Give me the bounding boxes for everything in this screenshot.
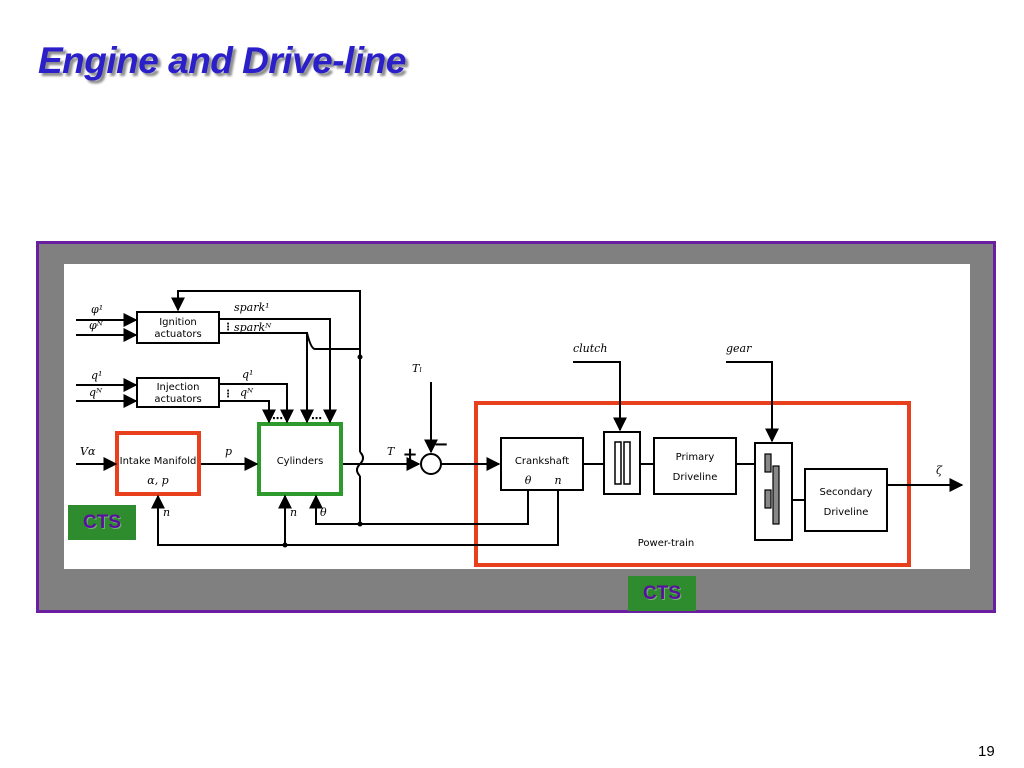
slide-title: Engine and Drive-line [38, 40, 406, 81]
cylinders-label: Cylinders [277, 456, 324, 467]
intake-manifold-sublabel: α, p [147, 474, 168, 487]
secondary-driveline-line2: Driveline [824, 507, 869, 518]
svg-text:⋮: ⋮ [223, 322, 233, 333]
clutch-symbol [603, 431, 641, 495]
qN-input-label: qᴺ [89, 386, 103, 399]
primary-driveline-line2: Driveline [673, 472, 718, 483]
injection-label-line1: Injection [157, 382, 200, 393]
secondary-driveline-block: Secondary Driveline [804, 468, 888, 532]
intake-manifold-block: Intake Manifold α, p [115, 431, 201, 496]
svg-text:⋯: ⋯ [311, 412, 322, 425]
qN-output-label: qᴺ [240, 386, 254, 399]
load-torque-label: Tₗ [412, 362, 422, 375]
cts-label-right: CTS [628, 576, 696, 611]
gearbox-symbol [754, 442, 793, 541]
primary-driveline-line1: Primary [676, 452, 715, 463]
cts-label-left: CTS [68, 505, 136, 540]
crankshaft-theta-label: θ [525, 474, 532, 487]
gear-label: gear [726, 342, 752, 355]
ignition-label-line2: actuators [154, 329, 201, 340]
n-feedback-label-1: n [163, 506, 170, 519]
crankshaft-n-label: n [554, 474, 561, 487]
diagram-panel: Ignition actuators Injection actuators I… [64, 264, 970, 569]
injection-label-line2: actuators [154, 394, 201, 405]
crankshaft-label: Crankshaft [515, 456, 569, 467]
svg-text:⋯: ⋯ [272, 412, 283, 425]
summing-junction [420, 453, 442, 475]
sum-minus-sign: − [433, 434, 448, 455]
sum-plus-sign: + [402, 444, 417, 465]
torque-label: T [387, 445, 396, 458]
q1-output-label: q¹ [242, 368, 253, 381]
theta-feedback-label: θ [320, 506, 327, 519]
crankshaft-block: Crankshaft θ n [500, 437, 584, 491]
ignition-label-line1: Ignition [159, 317, 197, 328]
p-label: p [225, 445, 232, 458]
engine-driveline-diagram: Ignition actuators Injection actuators I… [76, 290, 964, 567]
sparkN-label: sparkᴺ [234, 321, 272, 334]
signal-labels: φ¹ φᴺ spark¹ sparkᴺ q¹ qᴺ q¹ qᴺ Vα p T T… [80, 301, 943, 519]
injection-actuators-block: Injection actuators [136, 377, 220, 408]
cylinders-block: Cylinders [257, 422, 343, 496]
clutch-label: clutch [573, 342, 607, 355]
secondary-driveline-line1: Secondary [820, 487, 873, 498]
power-train-label: Power-train [638, 538, 694, 549]
phi1-label: φ¹ [91, 303, 103, 316]
signal-wires: ⋮ ⋮ ⋯ ⋯ [76, 290, 964, 548]
intake-manifold-label: Intake Manifold [120, 456, 197, 467]
svg-text:⋮: ⋮ [223, 389, 233, 400]
page-number: 19 [978, 743, 995, 760]
v-alpha-label: Vα [80, 445, 96, 458]
zeta-label: ζ [936, 464, 943, 477]
phiN-label: φᴺ [89, 319, 104, 332]
spark1-label: spark¹ [234, 301, 270, 314]
n-feedback-label-2: n [290, 506, 297, 519]
primary-driveline-block: Primary Driveline [653, 437, 737, 495]
ignition-actuators-block: Ignition actuators [136, 311, 220, 344]
q1-input-label: q¹ [91, 369, 102, 382]
